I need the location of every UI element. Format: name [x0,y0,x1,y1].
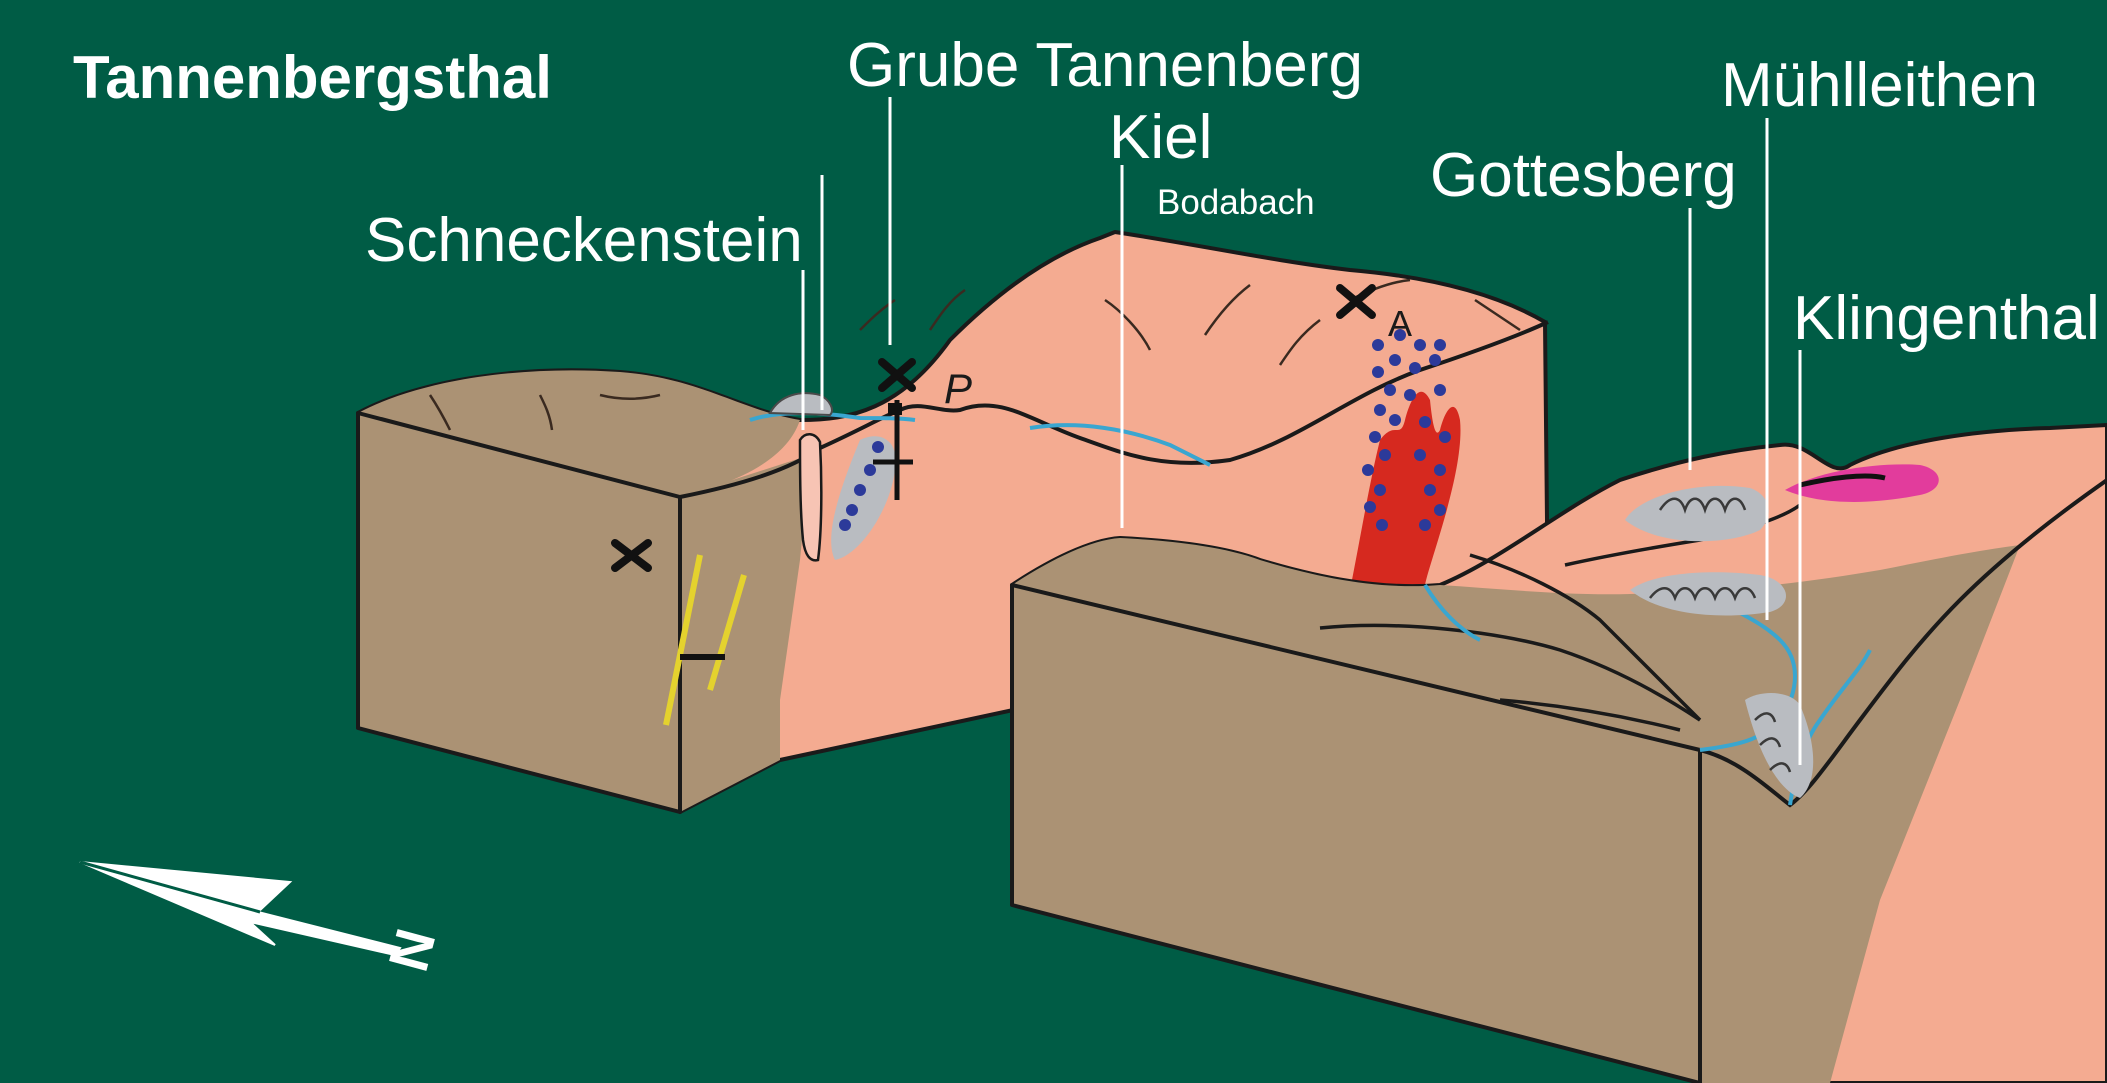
label-schneckenstein: Schneckenstein [365,210,803,272]
label-grube-tannenberg: Grube Tannenberg [847,35,1363,97]
label-bodabach: Bodabach [1157,185,1315,220]
map-letter-a: A [1388,306,1412,342]
schneckenstein-rock [800,434,821,560]
shaft-marker [888,403,902,415]
north-arrow-icon [80,862,400,955]
label-kiel: Kiel [1109,107,1212,169]
diagram-title: Tannenbergsthal [73,48,552,108]
label-gottesberg: Gottesberg [1430,145,1737,207]
map-letter-p: P [944,368,972,410]
mine-symbol-tannenberg [882,362,912,388]
label-klingenthal: Klingenthal [1793,288,2100,350]
label-muehlleithen: Mühlleithen [1721,55,2038,117]
